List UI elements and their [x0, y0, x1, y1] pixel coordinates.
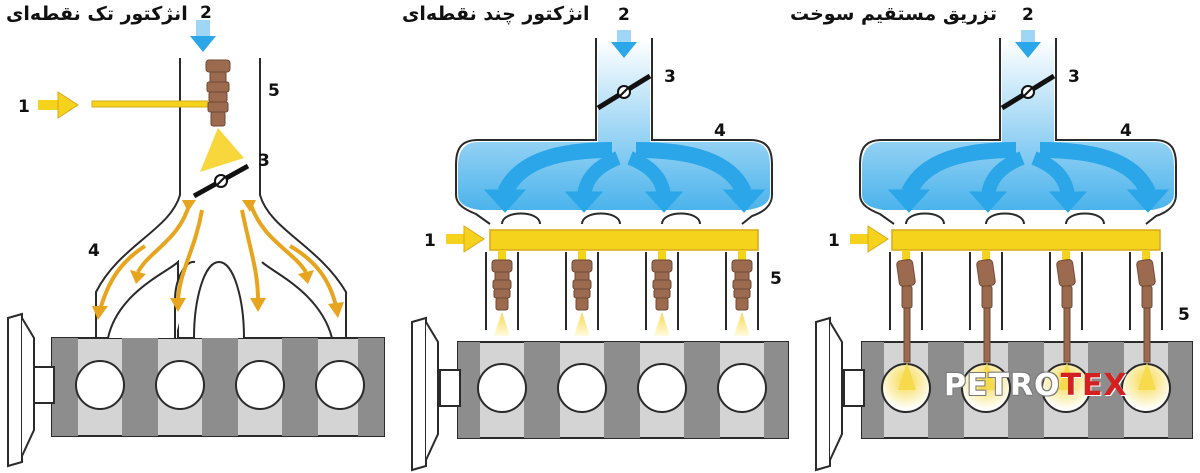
- watermark-part-2: TEX: [1060, 368, 1128, 403]
- watermark-part-1: PETRO: [944, 368, 1061, 403]
- title-single-point-injector: انژکتور تک نقطه‌ای: [6, 3, 188, 25]
- cylinder: [235, 360, 285, 410]
- flywheel: [7, 312, 55, 468]
- injectors: [896, 259, 1156, 363]
- label-air: 2: [200, 3, 212, 23]
- fuel-rail: [489, 229, 759, 260]
- label-injector: 5: [1178, 305, 1190, 325]
- label-fuel: 1: [828, 231, 840, 251]
- label-air: 2: [1022, 5, 1034, 25]
- injector: [491, 259, 513, 311]
- label-manifold: 4: [714, 121, 726, 141]
- title-multi-point-injector: انژکتور چند نقطه‌ای: [402, 3, 590, 25]
- cylinder: [477, 363, 527, 413]
- title-direct-injection: تزریق مستقیم سوخت: [790, 3, 997, 25]
- engine-block: [861, 341, 1193, 439]
- fuel-spray: [654, 312, 670, 336]
- cylinder: [315, 360, 365, 410]
- flywheel: [815, 316, 865, 472]
- label-manifold: 4: [88, 241, 100, 261]
- label-injector: 5: [770, 269, 782, 289]
- fuel-sprays: [494, 312, 750, 336]
- air-inlet-arrow: [1015, 30, 1041, 58]
- injector: [1136, 259, 1156, 363]
- fuel-rail: [891, 229, 1161, 260]
- injector: [1056, 259, 1076, 363]
- petrotex-watermark: PETROTEX: [944, 368, 1128, 403]
- cylinder: [155, 360, 205, 410]
- engine-block: [457, 341, 789, 439]
- label-throttle: 3: [664, 67, 676, 87]
- air-inlet-arrow: [190, 20, 216, 52]
- fuel-line: [91, 100, 209, 108]
- fuel-spray: [734, 312, 750, 336]
- air-inlet-arrow: [611, 30, 637, 58]
- label-throttle: 3: [1068, 67, 1080, 87]
- intake-manifold: [95, 58, 347, 339]
- fuel-sprays: [898, 362, 1156, 390]
- fuel-spray: [1138, 362, 1156, 390]
- panel-single-point: 2 1 5 3 4: [7, 3, 385, 468]
- fuel-spray: [200, 128, 244, 172]
- air-distribution-arrows: [483, 142, 766, 213]
- label-air: 2: [618, 5, 630, 25]
- throttle-valve: [596, 73, 652, 111]
- air-distribution-arrows: [887, 142, 1170, 213]
- cylinder: [717, 363, 767, 413]
- injector: [731, 259, 753, 311]
- cylinder: [637, 363, 687, 413]
- injector: [651, 259, 673, 311]
- fuel-spray: [574, 312, 590, 336]
- label-manifold: 4: [1120, 121, 1132, 141]
- cylinder: [557, 363, 607, 413]
- label-injector: 5: [268, 81, 280, 101]
- mixture-flow-arrows: [98, 201, 338, 311]
- fuel-inlet-arrow: [38, 91, 79, 119]
- fuel-inlet-arrow: [446, 225, 485, 253]
- fuel-inlet-arrow: [850, 225, 889, 253]
- flywheel: [411, 316, 461, 472]
- injectors: [491, 259, 753, 311]
- injector: [571, 259, 593, 311]
- intake-manifold: [859, 38, 1177, 330]
- engine-block: [51, 337, 385, 437]
- panel-multi-point: 2 1 3 4 5: [411, 5, 789, 472]
- fuel-spray: [898, 362, 916, 390]
- injector: [205, 59, 231, 127]
- fuel-spray: [978, 362, 996, 390]
- cylinder: [75, 360, 125, 410]
- panel-direct-injection: 2 1 3 4 5: [815, 5, 1193, 472]
- mixture-arrowheads: [92, 200, 344, 320]
- fuel-spray: [1058, 362, 1076, 390]
- throttle-valve: [192, 163, 250, 199]
- injector: [896, 259, 916, 363]
- intake-manifold: [455, 38, 773, 330]
- label-throttle: 3: [258, 151, 270, 171]
- injector: [976, 259, 996, 363]
- label-fuel: 1: [18, 97, 30, 117]
- fuel-spray: [494, 312, 510, 336]
- label-fuel: 1: [424, 231, 436, 251]
- throttle-valve: [1000, 73, 1056, 111]
